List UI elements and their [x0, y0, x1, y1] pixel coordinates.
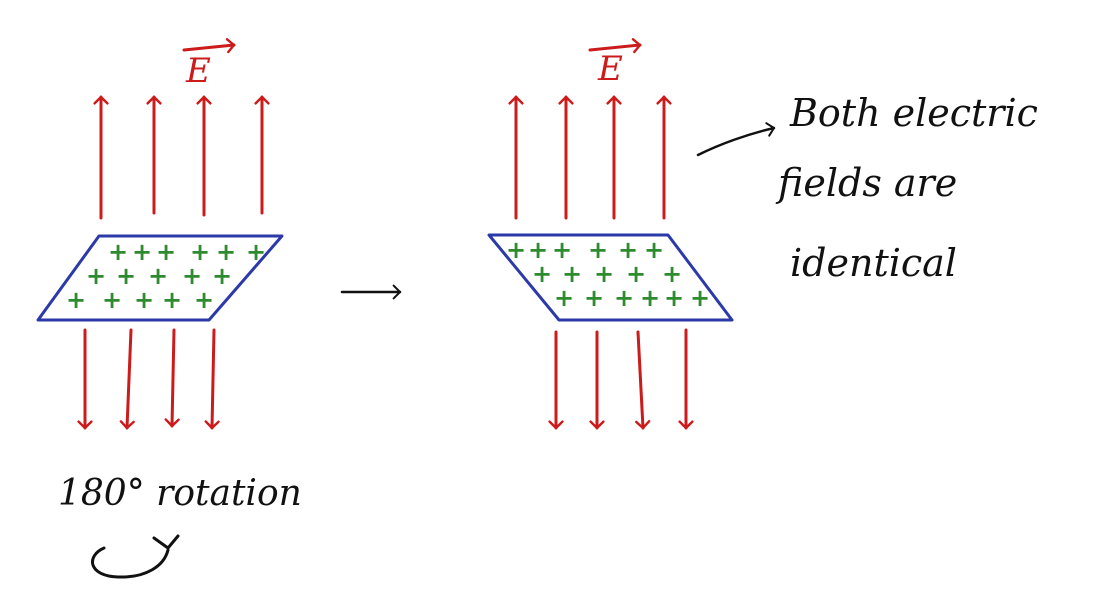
charge: + [614, 284, 634, 312]
charge: + [132, 238, 152, 266]
field-line-down-icon [164, 328, 180, 428]
left-field-symbol: E [185, 51, 211, 91]
right-field-symbol: E [597, 49, 623, 89]
rotate-arrow-icon [91, 534, 180, 579]
charge: + [194, 286, 214, 314]
right-field-label: E [588, 38, 642, 89]
charge: + [562, 260, 582, 288]
left-charged-plate [36, 234, 284, 322]
charge: + [156, 238, 176, 266]
charge: + [664, 284, 684, 312]
charge: + [86, 262, 106, 290]
field-line-down-icon [635, 330, 651, 430]
charge: + [554, 284, 574, 312]
charge: + [618, 236, 638, 264]
charge: + [552, 236, 572, 264]
charge: + [108, 238, 128, 266]
charge: + [182, 262, 202, 290]
left-field-label: E [182, 38, 236, 91]
charge: + [588, 236, 608, 264]
charge: + [212, 262, 232, 290]
charge: + [594, 260, 614, 288]
charge: + [626, 260, 646, 288]
charge: + [246, 238, 266, 266]
right-charges: + + + + + + + + + + + + + + + + + [506, 236, 710, 312]
right-setup: E + + + + + + + + + + + + + + + + + [487, 38, 734, 430]
charge: + [148, 262, 168, 290]
charge: + [528, 236, 548, 264]
charge: + [216, 238, 236, 266]
right-vector-arrow-icon [588, 38, 642, 54]
curved-arrow-icon [696, 122, 776, 157]
charge: + [506, 236, 526, 264]
charge: + [66, 286, 86, 314]
field-line-down-icon [204, 328, 220, 430]
charge: + [116, 262, 136, 290]
left-vector-arrow-icon [182, 38, 236, 54]
field-line-down-icon [119, 328, 135, 430]
right-charged-plate [487, 233, 734, 322]
note-line-2: fields are [775, 161, 957, 205]
charge: + [584, 284, 604, 312]
left-charges: + + + + + + + + + + + + + + + + [66, 238, 266, 314]
charge: + [690, 284, 710, 312]
left-setup: E + + + + + + + + + + + + + + + + [36, 38, 302, 579]
charge: + [532, 260, 552, 288]
charge: + [102, 286, 122, 314]
note-line-3: identical [790, 241, 957, 285]
charge: + [134, 286, 154, 314]
charge: + [162, 286, 182, 314]
note-line-1: Both electric [789, 91, 1038, 135]
charge: + [662, 260, 682, 288]
charge: + [644, 236, 664, 264]
rotation-label: 180° rotation [58, 473, 302, 514]
charge: + [190, 238, 210, 266]
charge: + [640, 284, 660, 312]
note: Both electric fields are identical [696, 91, 1038, 285]
